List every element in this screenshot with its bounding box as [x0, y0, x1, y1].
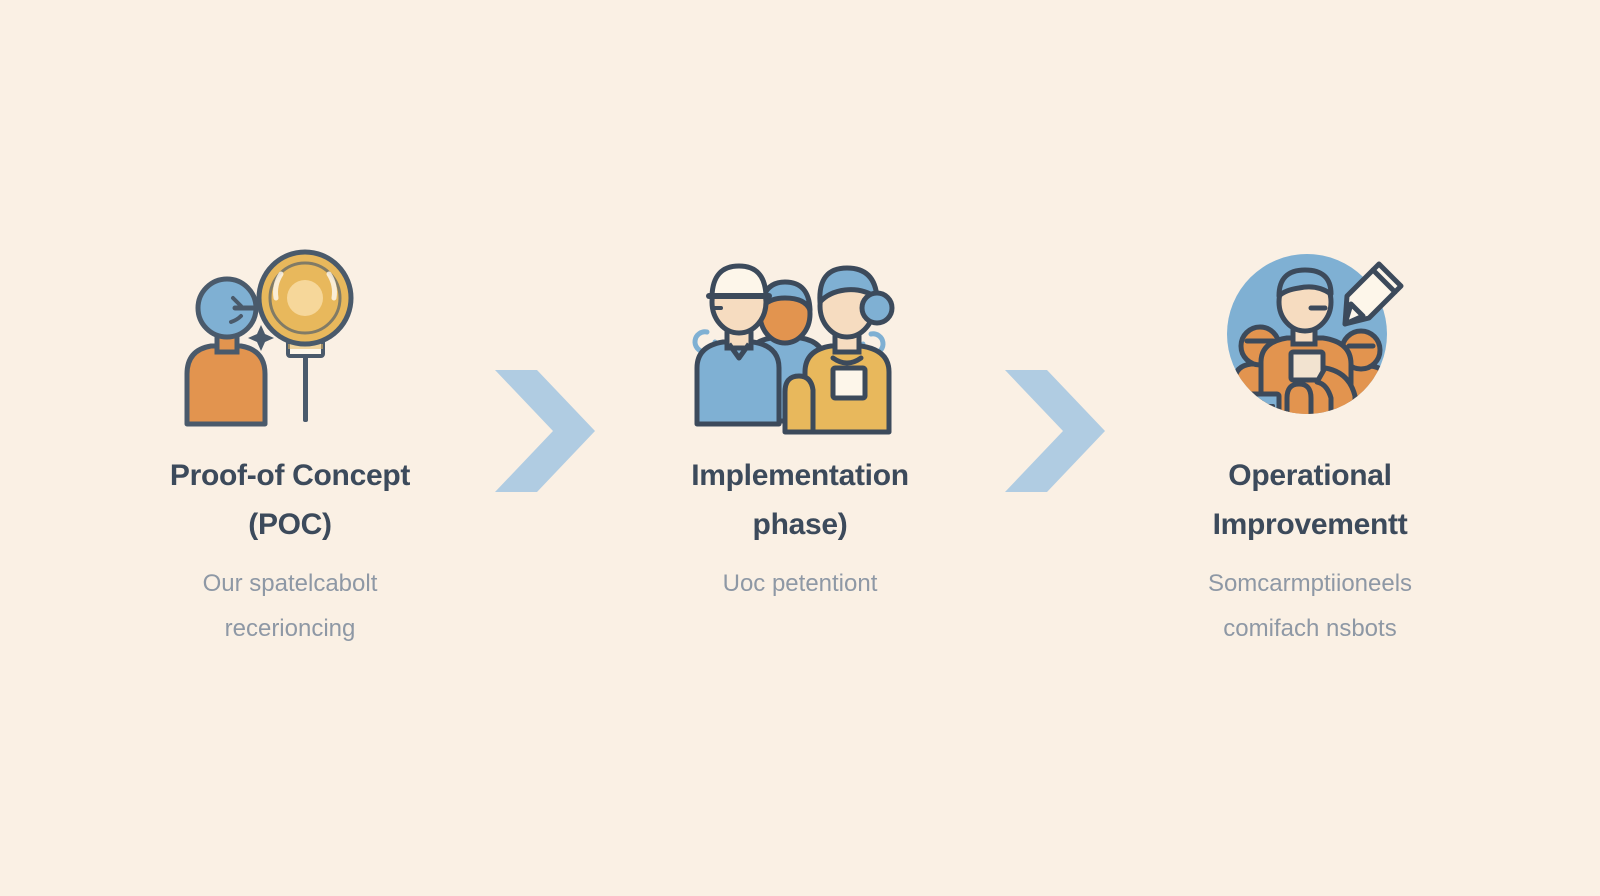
chevron-right-icon	[495, 370, 595, 492]
step-subtitle-line-1: Uoc petentiont	[722, 570, 878, 598]
step-subtitle-line-2: comifach nsbots	[1223, 615, 1397, 643]
step-title: Operational Improvementt	[1160, 452, 1460, 549]
step-subtitle-line-1: Somcarmptiioneels	[1207, 570, 1413, 598]
team-circle-pencil-icon	[1195, 246, 1425, 436]
arrow-1	[470, 0, 620, 494]
step-title-line-2: (POC)	[248, 507, 332, 541]
step-subtitle: Uoc petentiont	[645, 561, 955, 606]
step-title: Implementation phase)	[650, 452, 950, 549]
step-operational-improvement[interactable]: Operational Improvementt Somcarmptiionee…	[1130, 0, 1490, 651]
step-proof-of-concept[interactable]: Proof-of Concept (POC) Our spatelcabolt …	[110, 0, 470, 651]
arrow-2	[980, 0, 1130, 494]
team-group-icon	[685, 246, 915, 436]
step-title-line-1: Operational	[1228, 459, 1392, 492]
step-subtitle: Our spatelcabolt recerioncing	[135, 561, 445, 651]
step-subtitle-line-1: Our spatelcabolt	[202, 570, 378, 598]
step-subtitle: Somcarmptiioneels comifach nsbots	[1155, 561, 1465, 651]
person-with-lightbulb-icon	[175, 246, 405, 436]
step-title-line-1: Implementation	[691, 459, 909, 492]
step-subtitle-line-2: recerioncing	[224, 615, 356, 643]
chevron-right-icon	[1005, 370, 1105, 492]
step-title-line-2: Improvementt	[1212, 507, 1408, 541]
step-implementation-phase[interactable]: Implementation phase) Uoc petentiont	[620, 0, 980, 606]
step-title-line-1: Proof-of Concept	[169, 459, 411, 492]
step-title-line-2: phase)	[752, 507, 848, 541]
step-title: Proof-of Concept (POC)	[140, 452, 440, 549]
